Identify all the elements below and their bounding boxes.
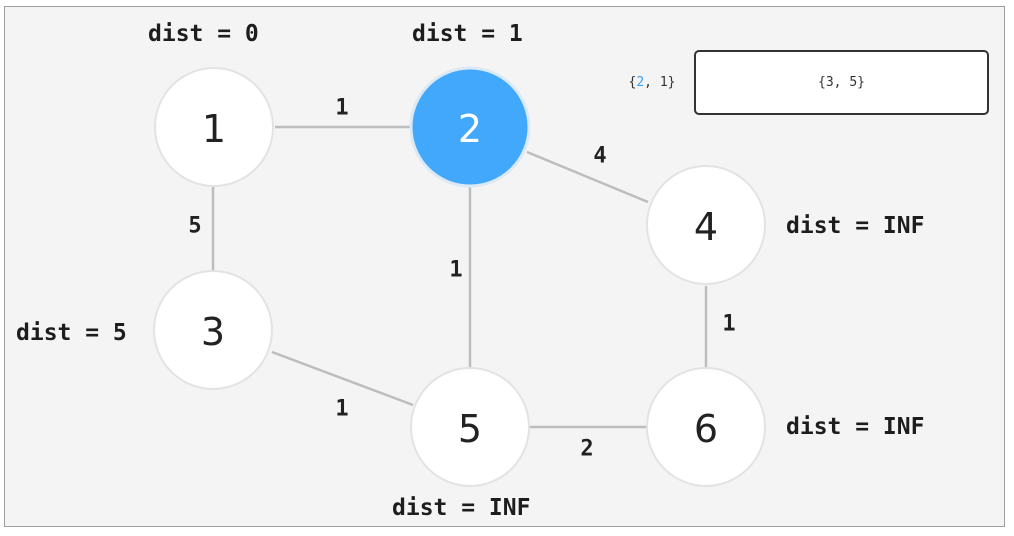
- node-circle-current: [409, 66, 531, 188]
- node-circle: [646, 367, 766, 487]
- dist-label-node-3: dist = 5: [16, 320, 127, 346]
- node-5[interactable]: 5: [410, 367, 530, 487]
- node-label: 2: [458, 107, 482, 151]
- edge-weight-2-4: 4: [593, 144, 606, 169]
- node-circle: [646, 165, 766, 285]
- edge-2-4: [526, 150, 649, 204]
- edge-weight-2-5: 1: [449, 258, 462, 283]
- node-label: 5: [458, 407, 482, 451]
- node-1[interactable]: 1: [154, 67, 274, 187]
- node-3[interactable]: 3: [153, 270, 273, 390]
- queue-front-open-brace: {: [628, 75, 637, 90]
- priority-queue-front: {2, 1}: [614, 72, 690, 94]
- node-label: 1: [202, 107, 226, 151]
- dist-label-node-4: dist = INF: [786, 213, 924, 239]
- dist-label-node-1: dist = 0: [148, 21, 259, 47]
- queue-front-node: 2: [636, 75, 645, 90]
- priority-queue-contents: {3, 5}: [818, 75, 865, 90]
- node-label: 3: [201, 310, 225, 354]
- node-2[interactable]: 2: [409, 66, 531, 188]
- edge-weight-5-6: 2: [580, 437, 593, 462]
- queue-front-rest: , 1}: [644, 75, 676, 90]
- edge-weight-1-3: 5: [188, 214, 201, 239]
- dist-label-node-5: dist = INF: [392, 495, 530, 521]
- edge-weight-1-2: 1: [335, 96, 348, 121]
- edge-weight-3-5: 1: [335, 397, 348, 422]
- edge-weight-4-6: 1: [722, 312, 735, 337]
- node-6[interactable]: 6: [646, 367, 766, 487]
- dist-label-node-6: dist = INF: [786, 414, 924, 440]
- node-label: 6: [694, 407, 718, 451]
- node-circle: [153, 270, 273, 390]
- node-4[interactable]: 4: [646, 165, 766, 285]
- priority-queue-box: {3, 5}: [694, 50, 989, 115]
- dist-label-node-2: dist = 1: [412, 21, 523, 47]
- node-label: 4: [694, 205, 718, 249]
- edge-3-5: [271, 350, 414, 407]
- node-circle: [154, 67, 274, 187]
- node-circle: [410, 367, 530, 487]
